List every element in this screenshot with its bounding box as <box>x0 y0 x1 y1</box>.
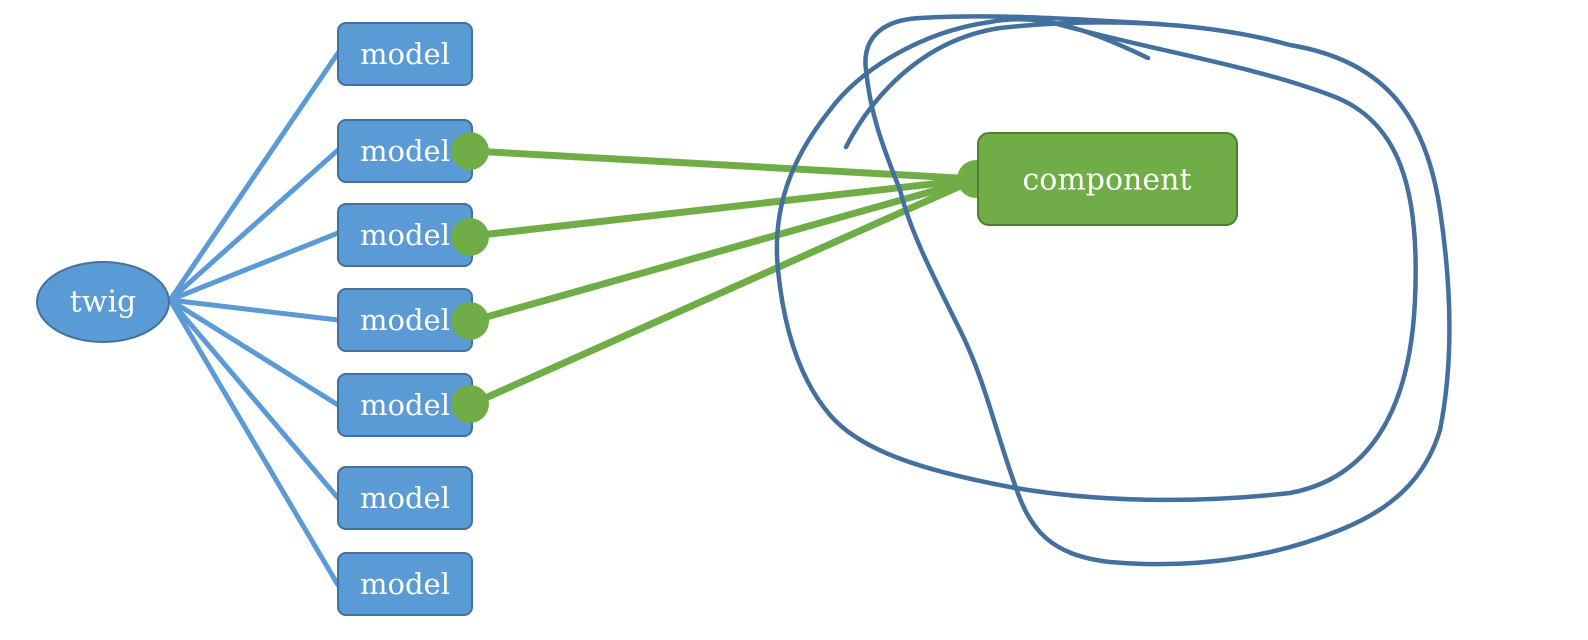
model-node-6: model <box>337 466 473 530</box>
model-label: model <box>360 218 450 252</box>
model-node-2: model <box>337 119 473 183</box>
twig-model-connectors <box>167 50 341 588</box>
model-label: model <box>360 567 450 601</box>
twig-node: twig <box>36 261 170 343</box>
twig-label: twig <box>70 285 137 320</box>
connector-twig-model-2 <box>167 147 341 303</box>
model-node-5: model <box>337 373 473 437</box>
connection-dot-model-4 <box>451 302 489 340</box>
connector-twig-model-1 <box>167 50 341 303</box>
connector-model-5-component <box>468 175 980 408</box>
connector-twig-model-6 <box>167 297 341 501</box>
scribble-loop-inner <box>774 17 1418 503</box>
connector-twig-model-4 <box>167 297 341 323</box>
model-label: model <box>360 388 450 422</box>
connector-twig-model-7 <box>167 297 341 588</box>
model-node-7: model <box>337 552 473 616</box>
connector-model-4-component <box>468 175 980 325</box>
component-node: component <box>977 132 1238 226</box>
connection-dot-model-2 <box>451 132 489 170</box>
model-label: model <box>360 303 450 337</box>
model-node-1: model <box>337 22 473 86</box>
model-node-4: model <box>337 288 473 352</box>
connection-dot-model-3 <box>451 218 489 256</box>
connection-dot-model-5 <box>451 385 489 423</box>
scribble-loop-outer <box>843 14 1452 567</box>
connector-model-3-component <box>468 175 980 240</box>
connector-twig-model-3 <box>167 230 341 303</box>
connector-model-2-component <box>468 147 980 183</box>
connector-twig-model-5 <box>167 297 341 408</box>
model-label: model <box>360 134 450 168</box>
component-label: component <box>1022 163 1191 198</box>
model-nodes: model model model model model model mode… <box>337 22 473 616</box>
model-component-connectors <box>468 147 980 408</box>
model-label: model <box>360 481 450 515</box>
model-label: model <box>360 37 450 71</box>
model-node-3: model <box>337 203 473 267</box>
scribble-annotation <box>774 14 1452 567</box>
